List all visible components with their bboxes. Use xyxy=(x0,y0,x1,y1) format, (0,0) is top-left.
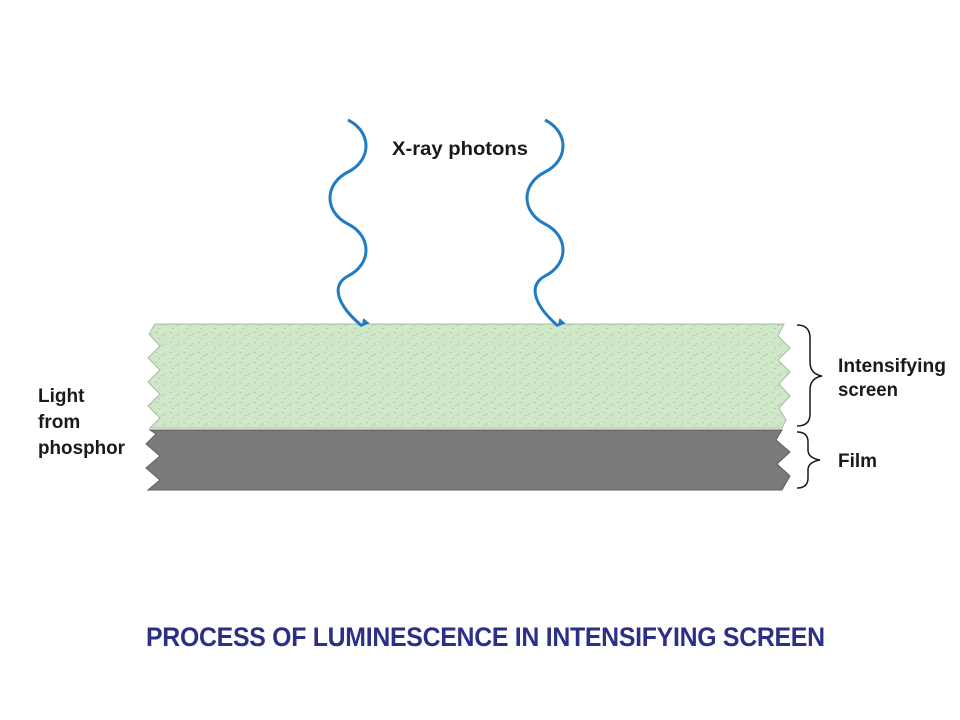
screen-brace xyxy=(796,324,823,427)
light-from-phosphor-label-line1: Light xyxy=(38,386,85,407)
xray-photon-arrow-right xyxy=(525,118,566,328)
xray-photon-arrow-left xyxy=(328,118,370,328)
film-brace xyxy=(796,431,821,489)
intensifying-screen-layer xyxy=(147,323,791,429)
film-layer xyxy=(145,429,791,491)
figure-caption: PROCESS OF LUMINESCENCE IN INTENSIFYING … xyxy=(146,622,825,652)
intensifying-screen-label-line2: screen xyxy=(838,380,898,401)
xray-photons-label: X-ray photons xyxy=(392,139,528,160)
intensifying-screen-label-line1: Intensifying xyxy=(838,356,946,377)
film-label: Film xyxy=(838,451,877,472)
light-from-phosphor-label-line3: phosphor xyxy=(38,438,126,459)
light-from-phosphor-label-line2: from xyxy=(38,412,80,433)
